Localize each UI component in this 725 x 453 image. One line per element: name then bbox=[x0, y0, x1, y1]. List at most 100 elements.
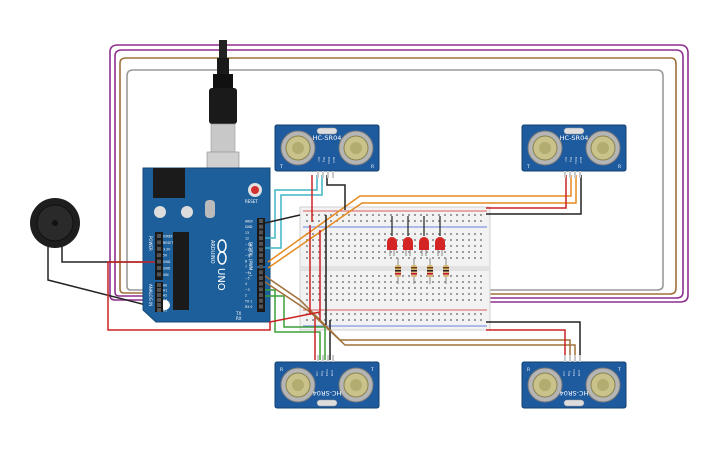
analog-pin bbox=[157, 303, 161, 307]
wire-green-2 bbox=[265, 295, 326, 360]
digital-pin bbox=[259, 287, 263, 292]
wire-purple-outer bbox=[109, 44, 689, 303]
wire-red-sensor-br bbox=[486, 329, 566, 360]
digital-pin bbox=[259, 253, 263, 258]
analog-pin bbox=[157, 288, 161, 292]
sensor-corner-label: R bbox=[371, 164, 374, 170]
wire-teal-2 bbox=[265, 175, 323, 249]
sensor-pin-label: Vcc bbox=[317, 157, 321, 162]
wire-black-sensor-tr bbox=[486, 175, 582, 215]
analog-pin-label: A1 bbox=[163, 289, 167, 293]
digital-pin bbox=[259, 219, 263, 223]
sensor-pin bbox=[574, 171, 576, 178]
digital-pin-label: 8 bbox=[245, 259, 247, 263]
power-pin bbox=[157, 272, 161, 277]
sensor-model-label: HC-SR04 bbox=[313, 389, 342, 397]
sensor-pin-label: Gnd bbox=[577, 370, 581, 376]
sensor-pin bbox=[564, 355, 566, 362]
power-label: POWER bbox=[148, 236, 153, 251]
sensor-model-label: HC-SR04 bbox=[560, 389, 589, 397]
wire-black-sensor-br bbox=[486, 321, 581, 360]
wire-red-5v bbox=[107, 261, 321, 331]
power-pin-label: 3.3V bbox=[163, 247, 171, 251]
led bbox=[387, 216, 397, 256]
digital-pin-label: AREF bbox=[245, 220, 253, 224]
sensor-corner-label: T bbox=[370, 367, 374, 373]
sensor-pin bbox=[322, 171, 324, 178]
reset-button bbox=[251, 186, 259, 194]
sensor-corner-label: T bbox=[617, 367, 621, 373]
sensor-pin bbox=[317, 355, 319, 362]
power-pin bbox=[157, 234, 161, 238]
digital-pin-label: RX 0 bbox=[245, 305, 252, 309]
arduino-uno: RESET ARDUINO UNO DIGITAL (PWM ~) ANALOG… bbox=[142, 167, 271, 323]
digital-pin bbox=[259, 241, 263, 246]
digital-pin-label: ~5 bbox=[245, 277, 250, 281]
analog-label: ANALOG IN bbox=[148, 284, 153, 306]
sensor-pin bbox=[332, 171, 334, 178]
digital-pin bbox=[259, 224, 263, 229]
sensor-model-label: HC-SR04 bbox=[560, 134, 589, 142]
led bbox=[435, 216, 445, 256]
wire-orange-2 bbox=[267, 175, 577, 269]
crystal bbox=[205, 200, 215, 218]
digital-pin bbox=[259, 276, 263, 280]
sensor-pin bbox=[564, 171, 566, 178]
sensor-corner-label: R bbox=[618, 164, 621, 170]
digital-pin bbox=[259, 258, 263, 263]
power-pin bbox=[157, 266, 161, 270]
digital-pin bbox=[259, 230, 263, 235]
sensor-pin-label: Vcc bbox=[564, 157, 568, 162]
wire-gray-loop bbox=[126, 69, 664, 291]
digital-pin bbox=[259, 304, 263, 309]
wire-orange-1 bbox=[267, 175, 572, 263]
digital-pin bbox=[259, 236, 263, 241]
analog-pin bbox=[157, 283, 161, 287]
sensor-pin-label: Trig bbox=[567, 371, 571, 377]
sensor-pin bbox=[574, 355, 576, 362]
wire-black-gnd bbox=[264, 214, 301, 224]
sensor-pin-label: Vcc bbox=[562, 371, 566, 376]
sensor-pin bbox=[327, 171, 329, 178]
microcontroller-chip bbox=[173, 232, 189, 310]
digital-pin bbox=[259, 281, 263, 286]
sensor-pin bbox=[579, 171, 581, 178]
analog-pin bbox=[157, 298, 161, 302]
arduino-logo: ARDUINO UNO bbox=[209, 239, 227, 291]
power-pin-label: 5V bbox=[163, 254, 168, 258]
analog-pin-label: A5 bbox=[163, 309, 167, 313]
digital-pin bbox=[259, 270, 263, 275]
digital-pin-label: ~10 bbox=[245, 248, 252, 252]
power-pin-label: RESET bbox=[163, 241, 173, 245]
sensor-pin bbox=[327, 355, 329, 362]
digital-pin bbox=[259, 264, 263, 269]
power-pin-label: GND bbox=[163, 267, 171, 271]
sensor-model-label: HC-SR04 bbox=[313, 134, 342, 142]
buzzer bbox=[30, 198, 151, 307]
sensor-pin-label: Trig bbox=[569, 156, 573, 162]
wire-red-sensor-tr bbox=[486, 175, 567, 209]
digital-pin-label: GND bbox=[245, 225, 253, 229]
digital-pin bbox=[259, 298, 263, 303]
arduino-brand: ARDUINO bbox=[209, 240, 215, 264]
wire-black-sensor-tl bbox=[326, 175, 346, 210]
digital-pin bbox=[259, 247, 263, 252]
sensor-corner-label: R bbox=[280, 367, 283, 373]
sensor-pin-label: Vcc bbox=[315, 371, 319, 376]
led bbox=[403, 216, 413, 256]
wire-teal-1 bbox=[265, 175, 318, 239]
sensor-pin bbox=[569, 171, 571, 178]
sensor-pin bbox=[579, 355, 581, 362]
digital-pin-label: 12 bbox=[245, 237, 249, 241]
power-pin-label: IOREF bbox=[163, 235, 173, 239]
led-group bbox=[387, 216, 445, 256]
wire-green-1 bbox=[265, 289, 321, 360]
sensor-pin bbox=[322, 355, 324, 362]
digital-pin-label: ~11 bbox=[245, 242, 252, 246]
sensor-corner-label: R bbox=[527, 367, 530, 373]
sensor-pin bbox=[332, 355, 334, 362]
